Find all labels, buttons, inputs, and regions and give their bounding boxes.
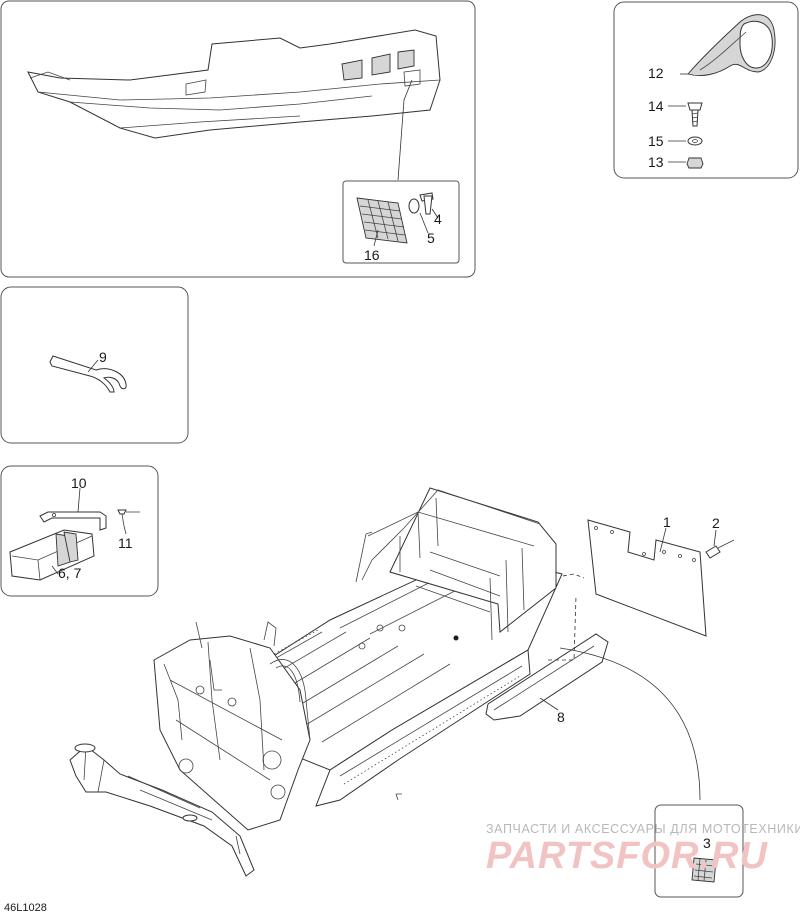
screw-14: [687, 102, 703, 111]
panel-wrench: 9: [0, 286, 189, 444]
diagram-code: 46L1028: [4, 902, 47, 914]
reflector-box-3: 3: [654, 804, 744, 898]
rivet-part: [117, 509, 127, 515]
deflector-part: [27, 29, 441, 139]
callout-2: 2: [712, 515, 720, 531]
frame-assembly: [69, 487, 585, 877]
bracket-part: [39, 511, 107, 531]
mud-flap-part: [587, 519, 707, 637]
callout-6-7: 6, 7: [58, 565, 82, 581]
washer-5: [408, 198, 420, 214]
reflector-part: [356, 197, 408, 244]
callout-9: 9: [99, 349, 107, 365]
nut-13: [686, 157, 704, 169]
callout-13: 13: [648, 154, 664, 170]
callout-12: 12: [648, 65, 664, 81]
callout-15: 15: [648, 133, 664, 149]
panel-battery: 10 11 6, 7: [0, 465, 159, 597]
watermark-tagline: ЗАПЧАСТИ И АКСЕССУАРЫ ДЛЯ МОТОТЕХНИКИ: [486, 822, 800, 836]
panel-deflector: 4 5 16: [0, 0, 476, 278]
callout-1: 1: [663, 514, 671, 530]
mud-flap-group: 1 2: [587, 514, 735, 637]
callout-3: 3: [703, 835, 711, 851]
callout-16: 16: [364, 247, 380, 263]
callout-14: 14: [648, 98, 664, 114]
panel-mirror: 12 14 15 13: [613, 1, 799, 179]
washer-15: [687, 136, 703, 146]
reflector-inset: [342, 180, 460, 264]
spanner-wrench-part: [49, 355, 127, 393]
callout-8: 8: [557, 709, 565, 725]
watermark-brand: PARTSFOR.RU: [486, 835, 768, 877]
battery-part: [9, 529, 95, 581]
side-panel-group: 8: [485, 633, 701, 801]
callout-5: 5: [427, 230, 435, 246]
push-rivet-part: [705, 545, 721, 559]
side-panel-part: [485, 633, 609, 721]
callout-4: 4: [434, 211, 442, 227]
callout-10: 10: [71, 475, 87, 491]
watermark: ЗАПЧАСТИ И АКСЕССУАРЫ ДЛЯ МОТОТЕХНИКИ PA…: [486, 822, 800, 877]
callout-11: 11: [118, 535, 133, 551]
